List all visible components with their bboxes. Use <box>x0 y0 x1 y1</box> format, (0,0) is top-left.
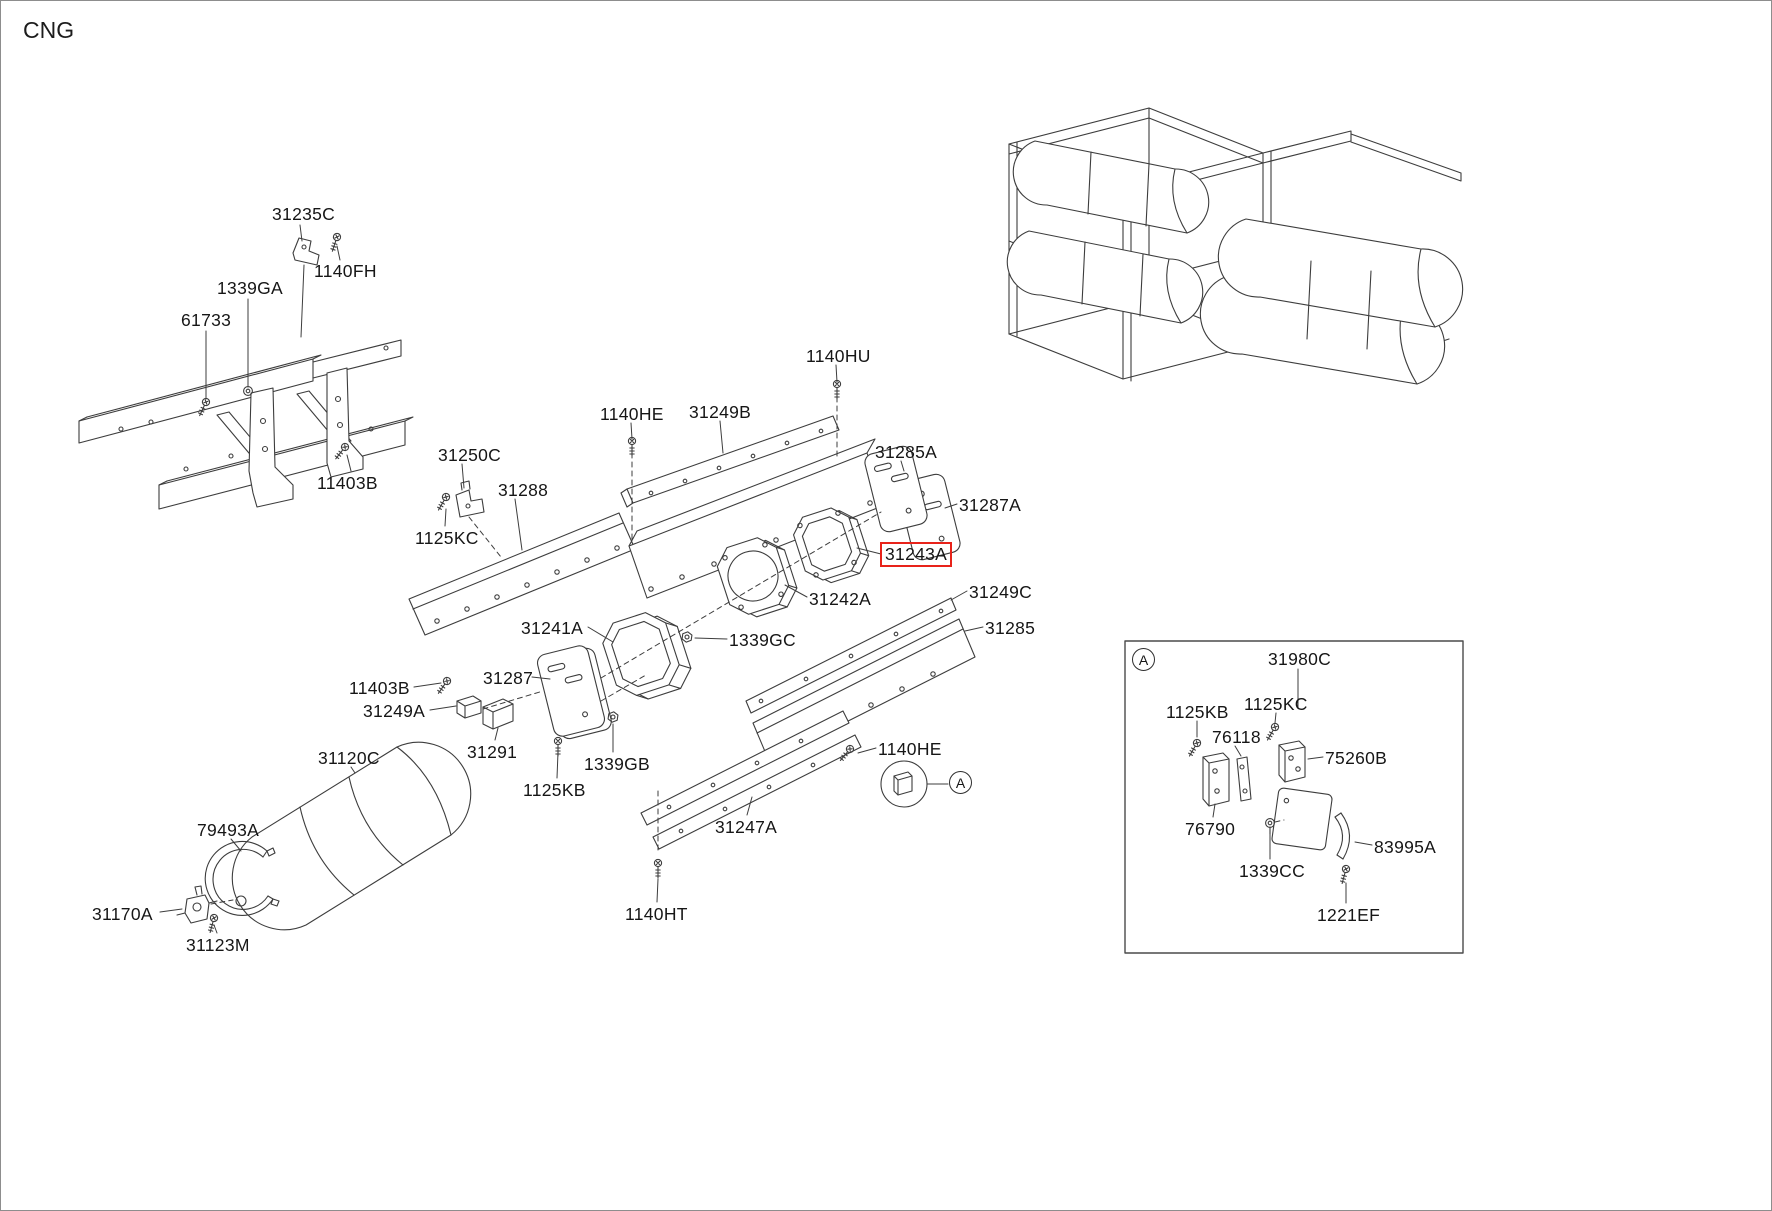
part-label-1140fh[interactable]: 1140FH <box>314 261 377 281</box>
part-label-1339ga[interactable]: 1339GA <box>217 278 284 298</box>
part-label-31285[interactable]: 31285 <box>985 618 1036 638</box>
inset-detail-box <box>1124 640 1464 954</box>
part-label-11403b[interactable]: 11403B <box>317 473 378 493</box>
part-label-31285a[interactable]: 31285A <box>875 442 938 462</box>
part-label-1140he[interactable]: 1140HE <box>878 739 942 759</box>
part-label-1125kb[interactable]: 1125KB <box>1166 702 1229 722</box>
part-label-83995a[interactable]: 83995A <box>1374 837 1437 857</box>
cng-cylinder-drawing <box>176 741 472 931</box>
chassis-frame-drawing <box>78 237 414 510</box>
part-label-31249a[interactable]: 31249A <box>363 701 426 721</box>
part-label-1140hu[interactable]: 1140HU <box>806 346 871 366</box>
part-label-1125kc[interactable]: 1125KC <box>1244 694 1308 714</box>
part-label-1125kb[interactable]: 1125KB <box>523 780 586 800</box>
part-label-31247a[interactable]: 31247A <box>715 817 778 837</box>
part-label-1140ht[interactable]: 1140HT <box>625 904 688 924</box>
part-label-76118[interactable]: 76118 <box>1212 727 1261 747</box>
exploded-parts-centre <box>408 415 976 850</box>
part-label-31120c[interactable]: 31120C <box>318 748 380 768</box>
callout-marker-a-main[interactable]: A <box>949 771 972 794</box>
label-leader-lines <box>159 224 1373 934</box>
part-label-31291[interactable]: 31291 <box>467 742 518 762</box>
part-label-61733[interactable]: 61733 <box>181 310 232 330</box>
part-label-1125kc[interactable]: 1125KC <box>415 528 479 548</box>
part-label-31287a[interactable]: 31287A <box>959 495 1022 515</box>
callout-marker-a-inset: A <box>1132 648 1155 671</box>
part-label-1140he[interactable]: 1140HE <box>600 404 664 424</box>
part-label-31287[interactable]: 31287 <box>483 668 534 688</box>
part-label-31235c[interactable]: 31235C <box>272 204 336 224</box>
part-label-31242a[interactable]: 31242A <box>809 589 872 609</box>
part-label-31170a[interactable]: 31170A <box>92 904 153 924</box>
part-label-31243a-highlighted[interactable]: 31243A <box>880 542 953 567</box>
part-label-31123m[interactable]: 31123M <box>186 935 250 955</box>
part-label-76790[interactable]: 76790 <box>1185 819 1236 839</box>
part-label-79493a[interactable]: 79493A <box>197 820 260 840</box>
part-label-1221ef[interactable]: 1221EF <box>1317 905 1381 925</box>
tank-rack-drawing <box>1006 107 1464 385</box>
part-label-11403b[interactable]: 11403B <box>349 678 410 698</box>
page-title: CNG <box>23 17 75 43</box>
part-label-31250c[interactable]: 31250C <box>438 445 502 465</box>
part-label-1339cc[interactable]: 1339CC <box>1239 861 1306 881</box>
part-label-1339gc[interactable]: 1339GC <box>729 630 796 650</box>
part-label-1339gb[interactable]: 1339GB <box>584 754 651 774</box>
part-label-31241a[interactable]: 31241A <box>521 618 584 638</box>
part-label-31249c[interactable]: 31249C <box>969 582 1033 602</box>
part-label-31980c[interactable]: 31980C <box>1268 649 1332 669</box>
alignment-dashed-lines <box>210 396 1285 905</box>
part-label-31249b[interactable]: 31249B <box>689 402 752 422</box>
part-label-31288[interactable]: 31288 <box>498 480 549 500</box>
part-label-75260b[interactable]: 75260B <box>1325 748 1388 768</box>
